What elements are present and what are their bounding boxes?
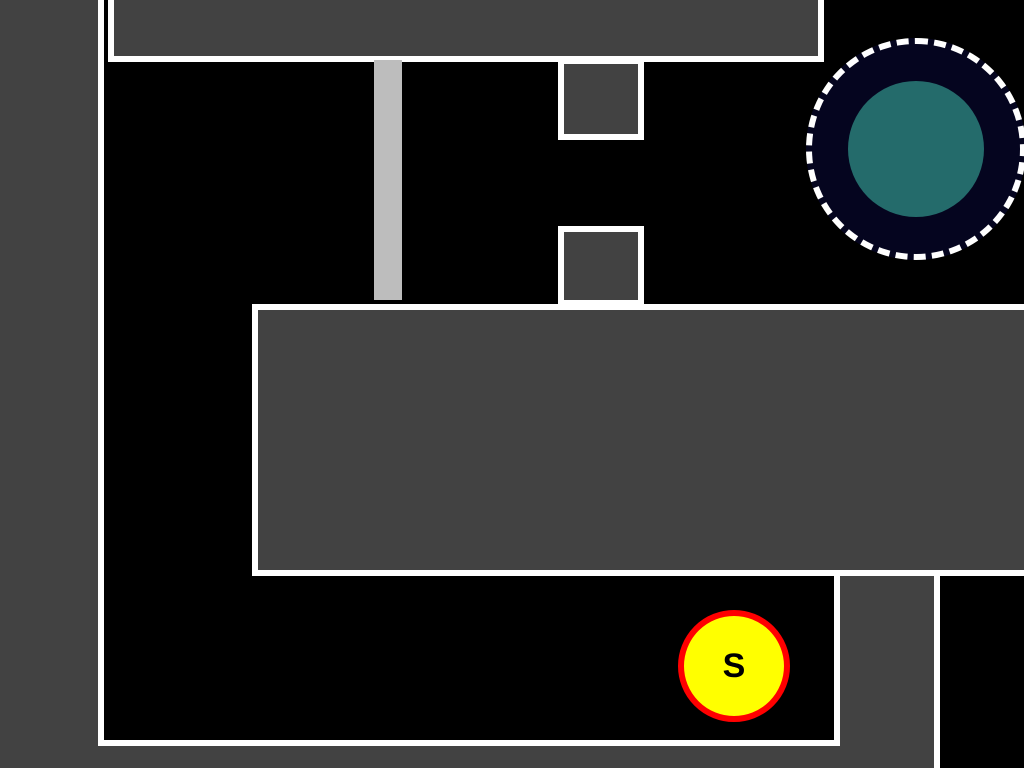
player-label: S [722, 646, 746, 685]
player-token-icon[interactable]: S [678, 610, 790, 722]
column-left-edge [834, 568, 840, 746]
goal-portal-icon [806, 38, 1024, 260]
goal-core [848, 81, 984, 217]
central-wall-block [252, 304, 1024, 576]
top-wall [108, 0, 824, 62]
pillar-top [558, 58, 644, 140]
door-icon [374, 60, 402, 300]
pillar-bottom [558, 226, 644, 306]
right-column-wall [838, 570, 934, 768]
corridor-bottom-edge [98, 740, 840, 746]
corridor-left-edge [98, 0, 104, 746]
column-right-edge [934, 568, 940, 768]
bottom-wall-strip [0, 742, 940, 768]
left-wall-strip [0, 0, 102, 768]
